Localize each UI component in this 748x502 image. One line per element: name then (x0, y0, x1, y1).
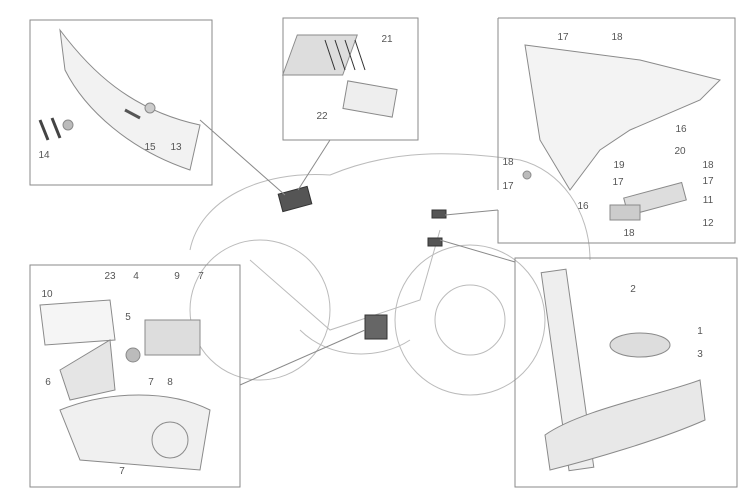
callout-8: 8 (167, 377, 173, 388)
callout-16: 16 (577, 201, 589, 212)
callout-7: 7 (119, 466, 125, 477)
callout-21: 21 (381, 34, 393, 45)
callout-6: 6 (45, 377, 51, 388)
callout-17: 17 (557, 32, 569, 43)
callout-17: 17 (702, 176, 714, 187)
callout-14: 14 (38, 150, 50, 161)
callout-18: 18 (702, 160, 714, 171)
callout-13: 13 (170, 142, 182, 153)
callout-16: 16 (675, 124, 687, 135)
panel-ecu (282, 17, 419, 141)
callout-18: 18 (502, 157, 514, 168)
callout-12: 12 (702, 218, 714, 229)
callout-17: 17 (502, 181, 514, 192)
callout-18: 18 (611, 32, 623, 43)
callout-4: 4 (133, 271, 139, 282)
callout-7: 7 (198, 271, 204, 282)
callout-23: 23 (104, 271, 116, 282)
callout-20: 20 (674, 146, 686, 157)
callout-19: 19 (613, 160, 625, 171)
callout-3: 3 (697, 349, 703, 360)
callout-11: 11 (702, 195, 714, 206)
callout-7: 7 (148, 377, 154, 388)
callout-9: 9 (174, 271, 180, 282)
panel-front-bracket (497, 17, 736, 244)
callout-10: 10 (41, 289, 53, 300)
panel-horn (514, 257, 738, 488)
panel-battery (29, 264, 241, 488)
panel-rear-tail (29, 19, 213, 186)
motorcycle-outline (189, 153, 591, 396)
callout-15: 15 (144, 142, 156, 153)
callout-1: 1 (697, 326, 703, 337)
callout-2: 2 (630, 284, 636, 295)
callout-22: 22 (316, 111, 328, 122)
callout-17: 17 (612, 177, 624, 188)
callout-5: 5 (125, 312, 131, 323)
callout-18: 18 (623, 228, 635, 239)
